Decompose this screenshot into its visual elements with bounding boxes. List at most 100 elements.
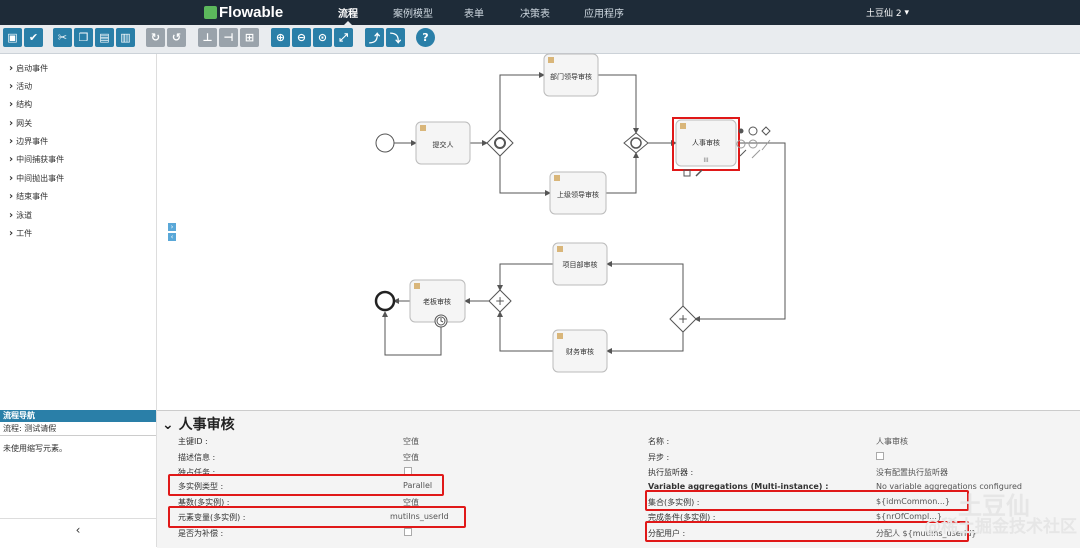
prop-listeners-value[interactable]: 没有配置执行监听器 bbox=[876, 468, 948, 477]
prop-name-label: 名称 : bbox=[648, 437, 670, 446]
palette-artifacts[interactable]: 工件 bbox=[9, 228, 32, 239]
editor-toolbar: ▣ ✔ ✂ ❐ ▤ ▥ ↻ ↺ ⊥ ⊣ ⊞ ⊕ ⊖ ⊙ ⤢ ⤴ ⤵ ? bbox=[0, 25, 1080, 54]
palette-boundary-events[interactable]: 边界事件 bbox=[9, 136, 48, 147]
palette-gateways[interactable]: 网关 bbox=[9, 118, 32, 129]
zoom-actual-icon[interactable]: ⊙ bbox=[313, 28, 332, 47]
prop-id-value[interactable]: 空值 bbox=[403, 437, 419, 446]
prop-multi-type-value[interactable]: Parallel bbox=[403, 481, 433, 490]
palette-catch-events[interactable]: 中间捕获事件 bbox=[9, 154, 64, 165]
parallel-gateway-right[interactable]: + bbox=[669, 305, 697, 333]
properties-panel bbox=[157, 410, 1080, 548]
task-label: 项目部审核 bbox=[563, 260, 598, 269]
palette-activities[interactable]: 活动 bbox=[9, 81, 32, 92]
trash-icon bbox=[683, 169, 691, 177]
expand-left-icon[interactable]: ‹ bbox=[168, 233, 176, 241]
nav-apps[interactable]: 应用程序 bbox=[584, 9, 624, 20]
save-icon[interactable]: ▣ bbox=[3, 28, 22, 47]
user-task-icon bbox=[557, 333, 563, 339]
inclusive-gateway-join[interactable] bbox=[623, 132, 649, 154]
prop-compensation-checkbox[interactable] bbox=[404, 528, 412, 536]
clock-icon bbox=[440, 318, 444, 323]
collapse-panel-button[interactable]: ‹ bbox=[0, 518, 156, 541]
nav-forms[interactable]: 表单 bbox=[464, 9, 484, 20]
palette-swimlanes[interactable]: 泳道 bbox=[9, 210, 32, 221]
align-horizontal-icon[interactable]: ⊥ bbox=[198, 28, 217, 47]
flow-line bbox=[598, 74, 639, 134]
delete-icon[interactable]: ▥ bbox=[116, 28, 135, 47]
task-boss[interactable]: 老板审核 bbox=[409, 279, 466, 323]
prop-name-value[interactable]: 人事审核 bbox=[876, 437, 908, 446]
palette-throw-events[interactable]: 中间抛出事件 bbox=[9, 173, 64, 184]
prop-element-var-value[interactable]: mutiIns_userId bbox=[390, 512, 449, 521]
logo-icon bbox=[204, 6, 217, 19]
nav-decision-tables[interactable]: 决策表 bbox=[520, 9, 550, 20]
parallel-gateway-split[interactable] bbox=[486, 129, 514, 157]
user-menu[interactable]: 土豆仙 2 ▾ bbox=[866, 0, 909, 25]
navigator-empty: 未使用缩写元素。 bbox=[3, 444, 67, 453]
prop-async-checkbox[interactable] bbox=[876, 452, 884, 460]
parallel-gateway-left[interactable]: + bbox=[488, 289, 512, 313]
nav-case-model[interactable]: 案例模型 bbox=[393, 9, 433, 20]
prop-collection-value[interactable]: ${idmCommon...} bbox=[876, 497, 951, 506]
prop-compensation-label: 是否为补偿 : bbox=[178, 529, 224, 538]
flow-line bbox=[694, 142, 786, 322]
zoom-fit-icon[interactable]: ⤢ bbox=[334, 28, 353, 47]
task-submit[interactable]: 提交人 bbox=[415, 121, 471, 165]
same-size-icon[interactable]: ⊞ bbox=[240, 28, 259, 47]
zoom-in-icon[interactable]: ⊕ bbox=[271, 28, 290, 47]
highlight-assignee bbox=[645, 521, 969, 542]
prop-documentation-value[interactable]: 空值 bbox=[403, 453, 419, 462]
align-vertical-icon[interactable]: ⊣ bbox=[219, 28, 238, 47]
expand-right-icon[interactable]: › bbox=[168, 223, 176, 231]
task-project-dept[interactable]: 项目部审核 bbox=[552, 242, 608, 286]
validate-icon[interactable]: ✔ bbox=[24, 28, 43, 47]
start-event[interactable] bbox=[375, 133, 395, 153]
prop-var-aggr-value[interactable]: No variable aggregations configured bbox=[876, 482, 1023, 491]
task-hr[interactable]: 人事审核 III bbox=[675, 119, 737, 167]
task-label: 财务审核 bbox=[566, 347, 594, 356]
cut-icon[interactable]: ✂ bbox=[53, 28, 72, 47]
copy-icon[interactable]: ❐ bbox=[74, 28, 93, 47]
timer-boundary-event[interactable] bbox=[434, 314, 448, 328]
highlight-hr-task bbox=[672, 117, 740, 171]
prop-element-var-label: 元素变量(多实例) : bbox=[178, 513, 246, 522]
task-label: 人事审核 bbox=[692, 138, 720, 147]
paste-icon[interactable]: ▤ bbox=[95, 28, 114, 47]
quick-menu[interactable] bbox=[683, 126, 771, 177]
prop-cardinality-value[interactable]: 空值 bbox=[403, 498, 419, 507]
highlight-collection bbox=[645, 490, 969, 511]
watermark-sub: @稀土掘金技术社区 bbox=[924, 517, 1077, 537]
undo-icon[interactable]: ↻ bbox=[146, 28, 165, 47]
flow-icon bbox=[751, 149, 761, 159]
palette-end-events[interactable]: 结束事件 bbox=[9, 191, 48, 202]
task-label: 上级领导审核 bbox=[557, 190, 599, 199]
chevron-down-icon: ⌄ bbox=[162, 417, 179, 433]
palette-structural[interactable]: 结构 bbox=[9, 99, 32, 110]
end-event-icon bbox=[748, 126, 758, 136]
help-icon[interactable]: ? bbox=[416, 28, 435, 47]
prop-completion-value[interactable]: ${nrOfCompl...} bbox=[876, 512, 942, 521]
palette-start-events[interactable]: 启动事件 bbox=[9, 63, 48, 74]
flowable-logo[interactable]: Flowable bbox=[204, 4, 283, 21]
user-task-icon bbox=[420, 125, 426, 131]
redo-icon[interactable]: ↺ bbox=[167, 28, 186, 47]
nav-process[interactable]: 流程 bbox=[338, 0, 358, 26]
task-superior-leader[interactable]: 上级领导审核 bbox=[549, 171, 607, 215]
end-event[interactable] bbox=[374, 290, 396, 312]
prop-assignee-value[interactable]: 分配人 ${mutiIns_userId} bbox=[876, 529, 977, 538]
flow-line bbox=[497, 263, 553, 291]
prop-assignee-label: 分配用户 : bbox=[648, 529, 686, 538]
bend-remove-icon[interactable]: ⤵ bbox=[386, 28, 405, 47]
task-dept-leader[interactable]: 部门领导审核 bbox=[543, 53, 599, 97]
flow-line bbox=[606, 332, 684, 354]
prop-id-label: 主键ID : bbox=[178, 437, 208, 446]
task-finance[interactable]: 财务审核 bbox=[552, 329, 608, 373]
bend-add-icon[interactable]: ⤴ bbox=[365, 28, 384, 47]
shape-palette: 启动事件 活动 结构 网关 边界事件 中间捕获事件 中间抛出事件 结束事件 泳道… bbox=[0, 54, 157, 410]
wrench-icon bbox=[695, 169, 703, 177]
user-task-icon bbox=[414, 283, 420, 289]
user-icon bbox=[738, 128, 744, 134]
prop-cardinality-label: 基数(多实例) : bbox=[178, 498, 230, 507]
zoom-out-icon[interactable]: ⊖ bbox=[292, 28, 311, 47]
